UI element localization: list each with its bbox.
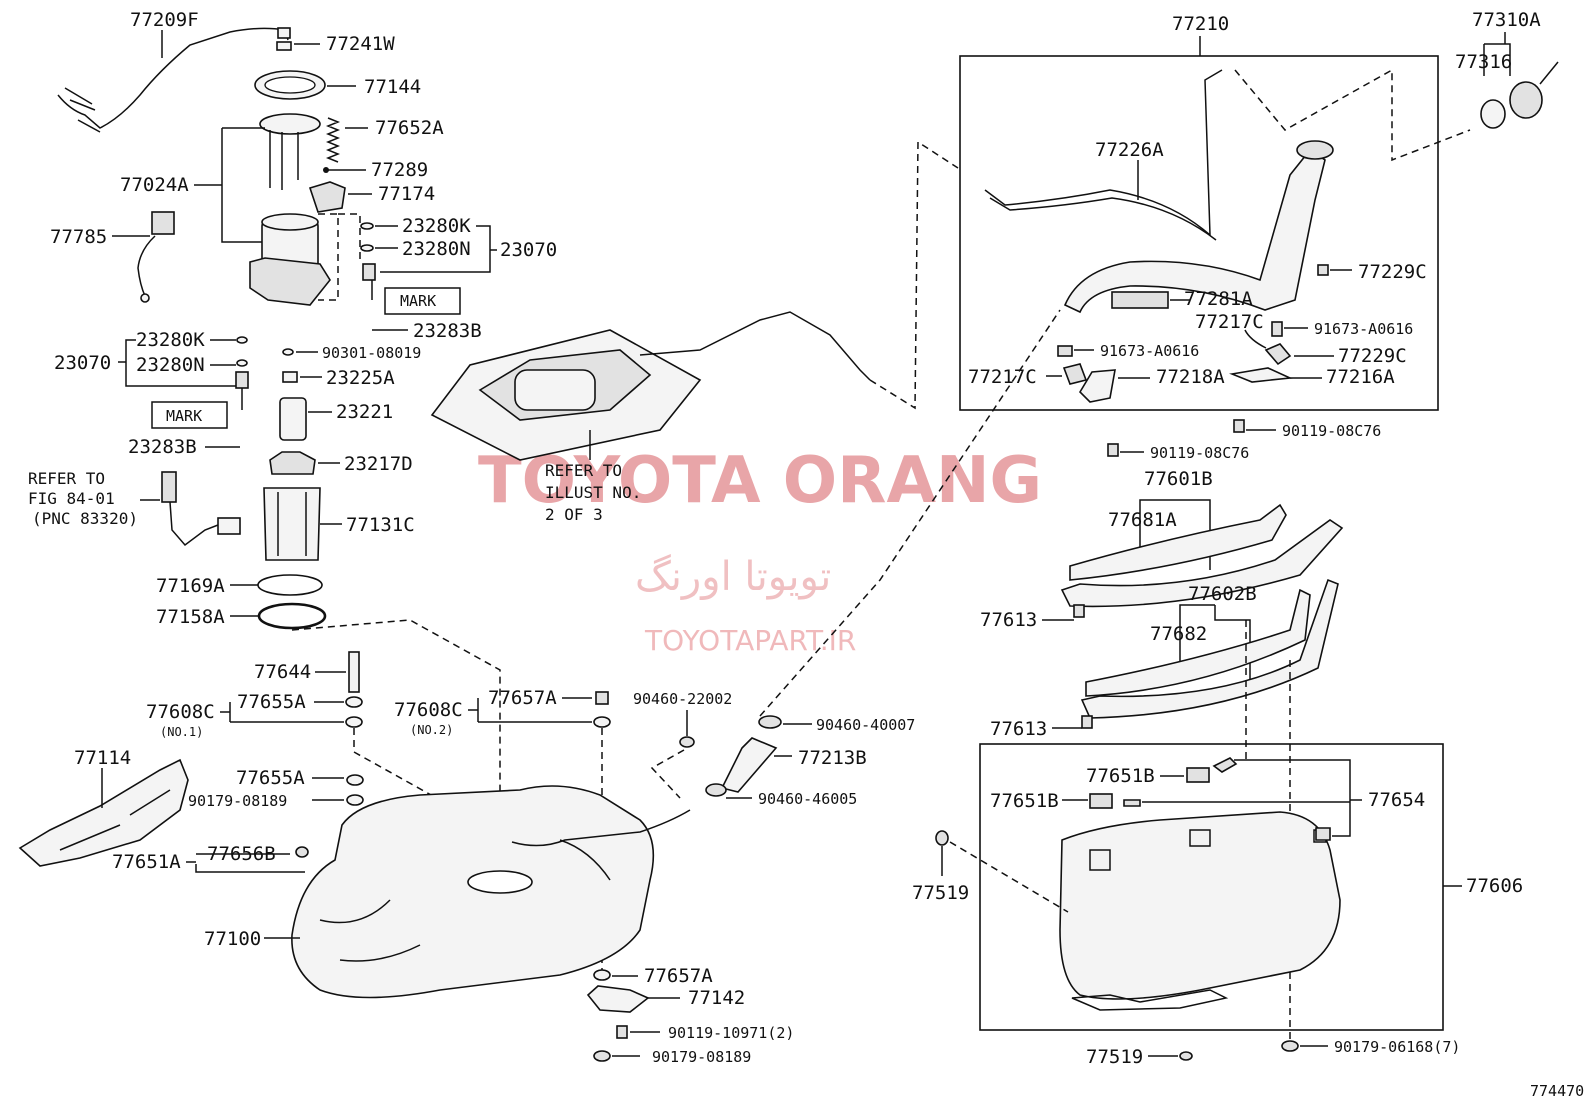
label-77613-1: 77613 bbox=[980, 609, 1037, 631]
label-77209f: 77209F bbox=[130, 9, 199, 31]
protector-box bbox=[979, 743, 1444, 1031]
label-77142: 77142 bbox=[688, 987, 745, 1009]
label-77601b: 77601B bbox=[1144, 468, 1213, 490]
label-23283b-top: 23283B bbox=[413, 320, 482, 342]
label-77657a-2: 77657A bbox=[644, 965, 713, 987]
label-77289: 77289 bbox=[371, 159, 428, 181]
label-23070-top: 23070 bbox=[500, 239, 557, 261]
label-77218a: 77218A bbox=[1156, 366, 1225, 388]
label-23280n-left: 23280N bbox=[136, 354, 205, 376]
label-77606: 77606 bbox=[1466, 875, 1523, 897]
label-77651a: 77651A bbox=[112, 851, 181, 873]
label-77654: 77654 bbox=[1368, 789, 1425, 811]
mark-box-left bbox=[151, 401, 228, 429]
label-77655a-1: 77655A bbox=[237, 691, 306, 713]
label-77024a: 77024A bbox=[120, 174, 189, 196]
refer-fig-line3: (PNC 83320) bbox=[32, 509, 138, 528]
label-90179-08189-2: 90179-08189 bbox=[652, 1048, 751, 1066]
label-77229c-2: 77229C bbox=[1338, 345, 1407, 367]
label-77174: 77174 bbox=[378, 183, 435, 205]
label-77681a: 77681A bbox=[1108, 509, 1177, 531]
label-23070-left: 23070 bbox=[54, 352, 111, 374]
label-77216a: 77216A bbox=[1326, 366, 1395, 388]
label-77652a: 77652A bbox=[375, 117, 444, 139]
label-77656b: 77656B bbox=[207, 843, 276, 865]
label-77281a: 77281A bbox=[1184, 288, 1253, 310]
label-77602b: 77602B bbox=[1188, 583, 1257, 605]
label-77100: 77100 bbox=[204, 928, 261, 950]
label-77608c-2: 77608C bbox=[394, 699, 463, 721]
label-77217c-2: 77217C bbox=[968, 366, 1037, 388]
label-90179-08189-1: 90179-08189 bbox=[188, 792, 287, 810]
mark-box-top bbox=[384, 287, 461, 315]
filler-pipe-box bbox=[959, 55, 1439, 411]
label-23280n-top: 23280N bbox=[402, 238, 471, 260]
label-23221: 23221 bbox=[336, 401, 393, 423]
label-77241w: 77241W bbox=[326, 33, 395, 55]
label-90119-08c76-2: 90119-08C76 bbox=[1150, 444, 1249, 462]
watermark-brand: TOYOTA ORANG bbox=[478, 444, 1042, 518]
watermark-url: TOYOTAPART.IR bbox=[644, 624, 856, 657]
note-no1: (NO.1) bbox=[160, 725, 203, 739]
label-77169a: 77169A bbox=[156, 575, 225, 597]
label-77651b-2: 77651B bbox=[990, 790, 1059, 812]
label-77519-2: 77519 bbox=[1086, 1046, 1143, 1068]
label-77144: 77144 bbox=[364, 76, 421, 98]
label-77213b: 77213B bbox=[798, 747, 867, 769]
label-77608c-1: 77608C bbox=[146, 701, 215, 723]
label-90460-22002: 90460-22002 bbox=[633, 690, 732, 708]
figure-id: 774470 bbox=[1530, 1082, 1584, 1099]
label-77316: 77316 bbox=[1455, 51, 1512, 73]
wire-harness-77209f-drawing bbox=[57, 27, 291, 133]
label-23280k-left: 23280K bbox=[136, 329, 205, 351]
label-77785: 77785 bbox=[50, 226, 107, 248]
mark-note-top: MARK bbox=[400, 292, 436, 310]
label-77644: 77644 bbox=[254, 661, 311, 683]
label-90460-40007: 90460-40007 bbox=[816, 716, 915, 734]
label-77651b-1: 77651B bbox=[1086, 765, 1155, 787]
label-77657a-1: 77657A bbox=[488, 687, 557, 709]
label-77114: 77114 bbox=[74, 747, 131, 769]
label-91673-a0616-1: 91673-A0616 bbox=[1314, 320, 1413, 338]
refer-illust-line2: ILLUST NO. bbox=[545, 483, 641, 502]
label-23280k-top: 23280K bbox=[402, 215, 471, 237]
label-91673-a0616-2: 91673-A0616 bbox=[1100, 342, 1199, 360]
watermark-brand-fa: تویوتا اورنگ bbox=[635, 554, 831, 600]
refer-fig-line2: FIG 84-01 bbox=[28, 489, 115, 508]
label-77158a: 77158A bbox=[156, 606, 225, 628]
label-90119-08c76-1: 90119-08C76 bbox=[1282, 422, 1381, 440]
label-23225a: 23225A bbox=[326, 367, 395, 389]
label-23217d: 23217D bbox=[344, 453, 413, 475]
label-77229c-1: 77229C bbox=[1358, 261, 1427, 283]
note-no2: (NO.2) bbox=[410, 723, 453, 737]
label-77519-1: 77519 bbox=[912, 882, 969, 904]
refer-fig-line1: REFER TO bbox=[28, 469, 105, 488]
mark-note-left: MARK bbox=[166, 407, 202, 425]
label-77682: 77682 bbox=[1150, 623, 1207, 645]
label-90301-08019: 90301-08019 bbox=[322, 344, 421, 362]
refer-illust-line1: REFER TO bbox=[545, 461, 622, 480]
refer-illust-line3: 2 OF 3 bbox=[545, 505, 603, 524]
label-77210: 77210 bbox=[1172, 13, 1229, 35]
label-77310a: 77310A bbox=[1472, 9, 1541, 31]
label-90460-46005: 90460-46005 bbox=[758, 790, 857, 808]
label-77217c-1: 77217C bbox=[1195, 311, 1264, 333]
label-77613-2: 77613 bbox=[990, 718, 1047, 740]
label-90179-06168: 90179-06168(7) bbox=[1334, 1038, 1460, 1056]
label-77131c: 77131C bbox=[346, 514, 415, 536]
label-23283b-left: 23283B bbox=[128, 436, 197, 458]
label-90119-10971: 90119-10971(2) bbox=[668, 1024, 794, 1042]
label-77655a-2: 77655A bbox=[236, 767, 305, 789]
label-77226a: 77226A bbox=[1095, 139, 1164, 161]
